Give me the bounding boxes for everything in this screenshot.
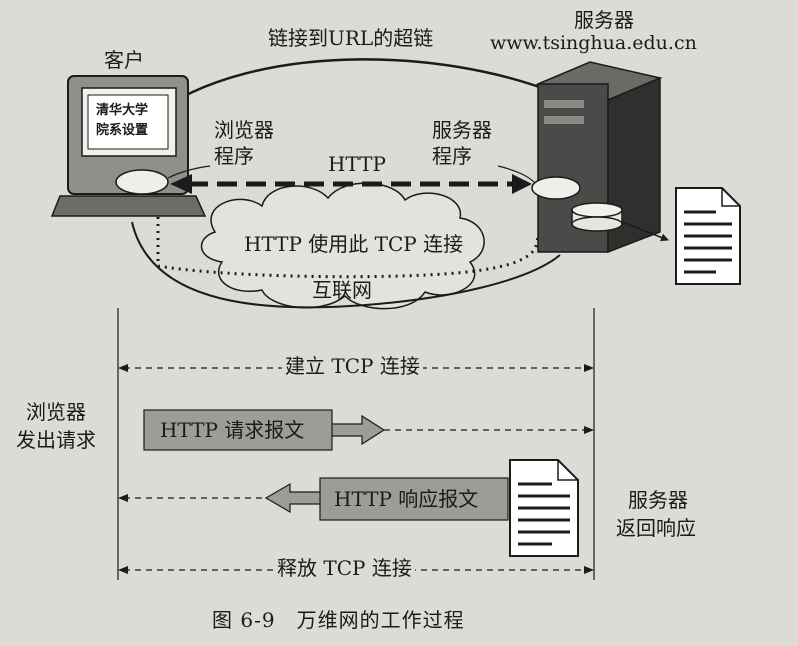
internet-cloud [200,182,485,310]
release-tcp-label: 释放 TCP 连接 [274,558,415,578]
server-title: 服务器 [574,8,634,32]
document-icon-response [509,459,579,557]
request-box [143,409,333,451]
establish-tcp-label: 建立 TCP 连接 [282,356,423,376]
http-label: HTTP [328,152,386,176]
hyperlink-label: 链接到URL的超链 [268,26,434,50]
disk-to-document-arrow [621,221,669,242]
server-response-note-1: 服务器 [628,488,688,512]
monitor-text-line1: 清华大学 [96,103,149,118]
response-box [319,477,509,521]
document-icon-top [675,187,741,285]
database-icon [571,202,623,232]
server-label-pointer [497,165,535,183]
server-response-note-2: 返回响应 [616,516,696,540]
browser-label-pointer [167,165,211,179]
browser-request-note-1: 浏览器 [26,400,86,424]
figure-caption: 图 6-9 万维网的工作过程 [212,608,465,632]
client-title: 客户 [104,48,144,72]
browser-request-note-2: 发出请求 [16,428,96,452]
hyperlink-arc [149,58,589,119]
request-arrow [329,414,594,446]
browser-program-label-2: 程序 [214,144,254,168]
tcp-connection-label: HTTP 使用此 TCP 连接 [244,232,464,256]
server-tower [531,61,663,254]
connection-arc [131,221,561,309]
browser-program-label-1: 浏览器 [214,118,274,142]
server-program-label-1: 服务器 [432,118,492,142]
internet-label: 互联网 [312,278,372,302]
client-computer [50,75,207,217]
request-label: HTTP 请求报文 [160,418,305,442]
server-program-node [531,176,581,200]
response-arrow [118,482,323,514]
http-bidirectional-arrow [170,174,532,194]
monitor-text-line2: 院系设置 [96,123,149,138]
browser-program-node [115,169,169,195]
server-program-label-2: 程序 [432,144,472,168]
response-label: HTTP 响应报文 [334,487,479,511]
server-hostname: www.tsinghua.edu.cn [490,32,697,54]
